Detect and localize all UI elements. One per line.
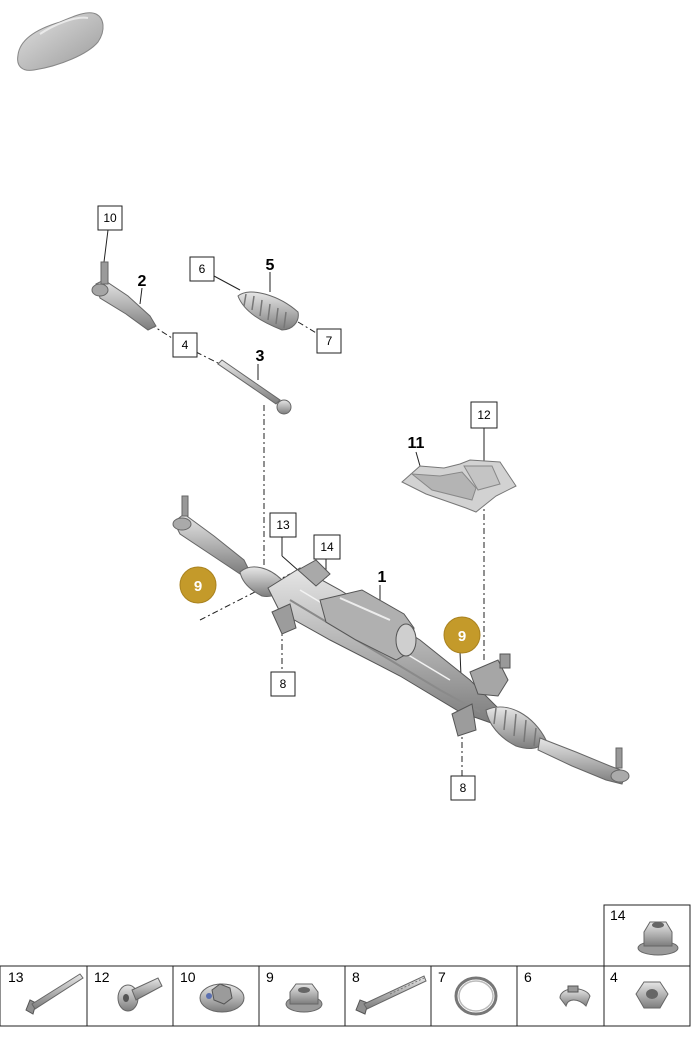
callout-2[interactable]: 2: [138, 273, 147, 290]
parts-cell-12[interactable]: 12: [94, 969, 163, 1012]
parts-cell-7[interactable]: 7: [438, 969, 498, 1016]
svg-text:12: 12: [94, 969, 110, 985]
callout-9-left[interactable]: 9: [179, 566, 217, 604]
svg-text:12: 12: [477, 408, 491, 422]
hose-clip-icon: [559, 985, 591, 1008]
parts-cell-6[interactable]: 6: [524, 969, 591, 1008]
hex-nut-icon: [635, 981, 669, 1009]
callout-11[interactable]: 11: [408, 435, 425, 452]
svg-text:2: 2: [138, 273, 147, 290]
svg-text:10: 10: [180, 969, 196, 985]
svg-text:8: 8: [280, 677, 287, 691]
flange-nut-icon: [637, 921, 679, 956]
svg-text:3: 3: [256, 348, 265, 365]
tie-rod-end-top: [91, 261, 157, 331]
callout-8-left[interactable]: 8: [270, 671, 296, 697]
svg-text:8: 8: [460, 781, 467, 795]
svg-text:6: 6: [524, 969, 532, 985]
parts-cell-8[interactable]: 8: [352, 969, 427, 1015]
callout-10[interactable]: 10: [97, 205, 123, 231]
parts-cell-10[interactable]: 10: [180, 969, 245, 1013]
svg-text:13: 13: [8, 969, 24, 985]
callout-7[interactable]: 7: [316, 328, 342, 354]
svg-text:1: 1: [378, 569, 387, 586]
long-bolt-icon: [25, 973, 84, 1015]
boot-top: [237, 291, 299, 331]
callout-4[interactable]: 4: [172, 332, 198, 358]
flange-bolt-icon: [117, 977, 163, 1012]
callout-5[interactable]: 5: [266, 257, 275, 274]
svg-text:7: 7: [326, 334, 333, 348]
mounting-bracket: [401, 459, 517, 513]
svg-text:7: 7: [438, 969, 446, 985]
callout-14[interactable]: 14: [313, 534, 341, 560]
parts-cell-13[interactable]: 13: [8, 969, 84, 1015]
svg-text:4: 4: [182, 338, 189, 352]
callout-13[interactable]: 13: [269, 512, 297, 538]
callout-9-right[interactable]: 9: [443, 616, 481, 654]
clamp-ring-icon: [454, 976, 498, 1016]
svg-text:8: 8: [352, 969, 360, 985]
parts-cell-9[interactable]: 9: [266, 969, 323, 1013]
parts-table: 14 13 12: [0, 904, 691, 1027]
svg-text:6: 6: [199, 262, 206, 276]
callout-3[interactable]: 3: [256, 348, 265, 365]
callout-8-right[interactable]: 8: [450, 775, 476, 801]
svg-text:9: 9: [194, 578, 202, 595]
svg-text:14: 14: [610, 907, 626, 923]
washer-nut-icon: [199, 983, 245, 1013]
svg-text:9: 9: [458, 628, 466, 645]
callout-1[interactable]: 1: [378, 569, 387, 586]
parts-cell-14[interactable]: 14: [603, 904, 691, 967]
svg-text:11: 11: [408, 435, 425, 452]
flange-nut-icon: [285, 983, 323, 1013]
svg-text:10: 10: [103, 211, 117, 225]
svg-text:4: 4: [610, 969, 618, 985]
parts-cell-4[interactable]: 4: [610, 969, 669, 1009]
callout-6[interactable]: 6: [189, 256, 215, 282]
callout-12[interactable]: 12: [470, 401, 498, 429]
svg-text:9: 9: [266, 969, 274, 985]
car-silhouette-icon: [17, 12, 104, 71]
svg-text:14: 14: [320, 540, 334, 554]
svg-text:13: 13: [276, 518, 290, 532]
svg-text:5: 5: [266, 257, 275, 274]
bolt-icon: [355, 975, 427, 1015]
steering-rack-assembly: [172, 495, 630, 785]
tie-rod: [217, 359, 292, 415]
